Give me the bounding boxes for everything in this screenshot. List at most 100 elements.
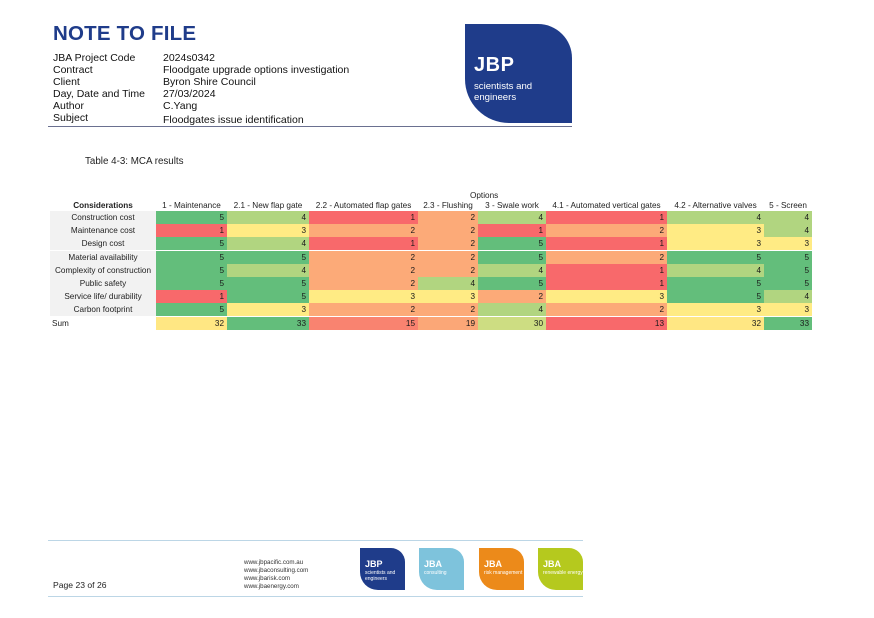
- page-number: Page 23 of 26: [53, 580, 107, 590]
- score-cell: 3: [309, 290, 418, 304]
- score-cell: 1: [546, 237, 667, 251]
- score-cell: 2: [309, 250, 418, 264]
- score-cell: 5: [478, 250, 546, 264]
- meta-value: Floodgates issue identification: [163, 114, 304, 127]
- score-cell: 3: [418, 290, 478, 304]
- meta-label: Client: [53, 76, 80, 89]
- meta-value: 2024s0342: [163, 52, 215, 64]
- score-cell: 4: [764, 224, 812, 238]
- score-cell: 5: [227, 290, 309, 304]
- brand-tagline: consulting: [424, 570, 447, 576]
- meta-label: Author: [53, 100, 84, 113]
- score-cell: 3: [764, 303, 812, 317]
- consideration-label: Carbon footprint: [50, 303, 156, 317]
- score-cell: 5: [156, 263, 227, 277]
- footer-link[interactable]: www.jbarisk.com: [244, 575, 291, 583]
- meta-value: Floodgate upgrade options investigation: [163, 64, 350, 77]
- jba-consulting-logo: JBA consulting: [419, 548, 464, 590]
- jbp-logo: JBP scientists and engineers: [465, 24, 572, 123]
- meta-value: Byron Shire Council: [163, 76, 256, 89]
- meta-row-project-code: JBA Project Code 2024s0342: [53, 52, 573, 64]
- score-cell: 3: [667, 237, 764, 251]
- score-cell: 5: [156, 211, 227, 224]
- brand-name: JBA: [484, 559, 503, 569]
- meta-value: 27/03/2024: [163, 88, 216, 101]
- score-cell: 5: [156, 277, 227, 290]
- score-cell: 1: [478, 224, 546, 238]
- jbp-brand-logo: JBP scientists and engineers: [360, 548, 405, 590]
- consideration-label: Material availability: [50, 250, 156, 264]
- jba-risk-logo: JBA risk management: [479, 548, 524, 590]
- score-cell: 1: [546, 263, 667, 277]
- score-cell: 5: [764, 277, 812, 290]
- meta-label: JBA Project Code: [53, 52, 136, 64]
- score-cell: 3: [764, 237, 812, 251]
- footer-top-rule: [48, 540, 583, 541]
- score-cell: 5: [764, 263, 812, 277]
- option-header: 3 - Swale work: [485, 201, 539, 210]
- score-cell: 2: [309, 263, 418, 277]
- score-cell: 4: [227, 263, 309, 277]
- footer-bottom-rule: [48, 596, 583, 597]
- table-caption: Table 4-3: MCA results: [85, 156, 184, 167]
- score-cell: 5: [667, 277, 764, 290]
- sum-cell: 13: [546, 316, 667, 330]
- score-cell: 3: [227, 224, 309, 238]
- score-cell: 1: [546, 211, 667, 224]
- score-cell: 2: [418, 250, 478, 264]
- meta-row-client: Client Byron Shire Council: [53, 76, 573, 88]
- sum-cell: 19: [418, 316, 478, 330]
- score-cell: 1: [156, 290, 227, 304]
- score-cell: 4: [227, 237, 309, 251]
- score-cell: 5: [764, 250, 812, 264]
- score-cell: 2: [478, 290, 546, 304]
- score-cell: 5: [156, 237, 227, 251]
- score-cell: 4: [764, 290, 812, 304]
- brand-name: JBP: [365, 559, 383, 569]
- score-cell: 5: [156, 250, 227, 264]
- footer-link[interactable]: www.jbaconsulting.com: [244, 567, 309, 575]
- score-cell: 2: [309, 303, 418, 317]
- score-cell: 2: [418, 237, 478, 251]
- score-cell: 4: [478, 263, 546, 277]
- score-cell: 3: [667, 303, 764, 317]
- consideration-label: Complexity of construction: [50, 263, 156, 277]
- footer-link[interactable]: www.jbaenergy.com: [244, 583, 299, 591]
- score-cell: 1: [309, 237, 418, 251]
- score-cell: 4: [764, 211, 812, 224]
- score-cell: 5: [667, 250, 764, 264]
- header-divider: [48, 126, 572, 127]
- score-cell: 2: [546, 224, 667, 238]
- score-cell: 5: [227, 250, 309, 264]
- meta-value: C.Yang: [163, 100, 198, 113]
- score-cell: 4: [227, 211, 309, 224]
- footer-links: www.jbpacific.com.au www.jbaconsulting.c…: [244, 559, 308, 591]
- score-cell: 1: [156, 224, 227, 238]
- score-cell: 2: [309, 224, 418, 238]
- option-header: 4.1 - Automated vertical gates: [552, 201, 661, 210]
- jba-energy-logo: JBA renewable energy: [538, 548, 583, 590]
- score-cell: 4: [667, 211, 764, 224]
- meta-row-author: Author C.Yang: [53, 100, 573, 112]
- sum-label: Sum: [52, 318, 69, 328]
- brand-tagline: scientists and engineers: [365, 570, 396, 582]
- logo-tagline: scientists and engineers: [474, 81, 533, 103]
- consideration-label: Design cost: [50, 237, 156, 251]
- score-cell: 3: [227, 303, 309, 317]
- option-header: 5 - Screen: [769, 201, 807, 210]
- sum-cell: 33: [764, 316, 812, 330]
- considerations-header: Considerations: [73, 201, 133, 210]
- score-cell: 2: [418, 224, 478, 238]
- footer-link[interactable]: www.jbpacific.com.au: [244, 559, 304, 566]
- score-cell: 1: [546, 277, 667, 290]
- score-cell: 5: [478, 277, 546, 290]
- score-cell: 4: [478, 303, 546, 317]
- score-cell: 3: [667, 224, 764, 238]
- score-cell: 2: [418, 303, 478, 317]
- sum-cell: 15: [309, 316, 418, 330]
- score-cell: 2: [418, 263, 478, 277]
